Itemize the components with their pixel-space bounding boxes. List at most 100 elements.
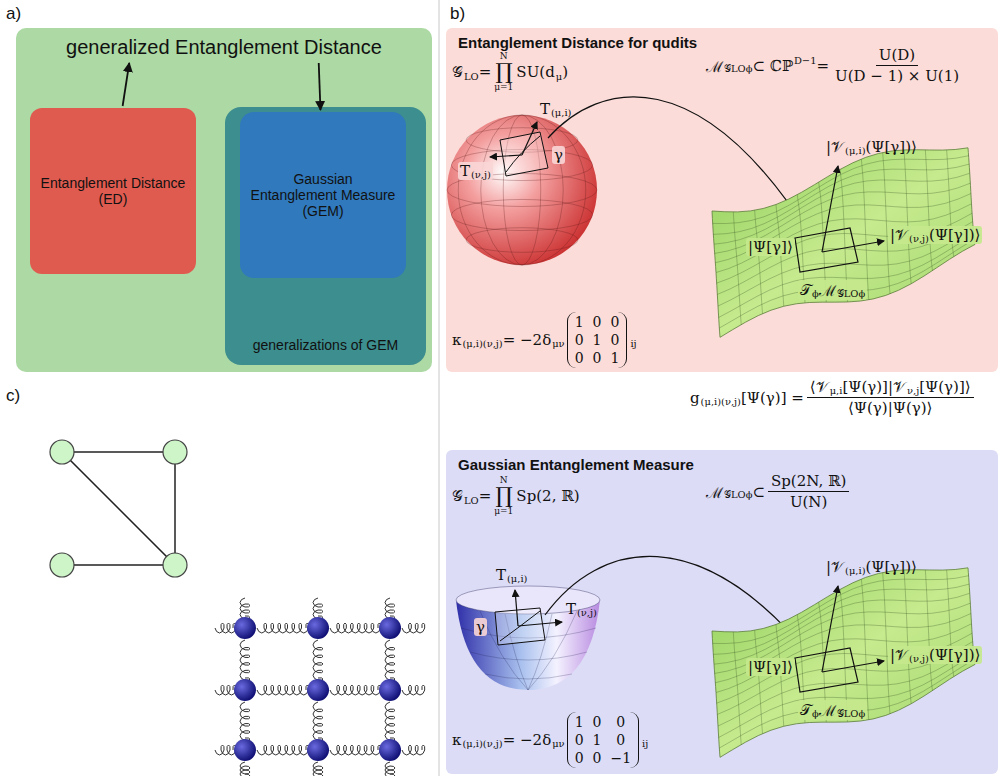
formula-text: ϕ (812, 708, 819, 719)
formula-text: T (566, 600, 576, 618)
formula: T(ν,j) (566, 600, 597, 618)
formula-text: 0 (575, 331, 584, 349)
formula: |𝒱(μ,i)(Ψ[γ])⟩ (826, 138, 917, 156)
formula-text: N (500, 476, 508, 485)
formula-text: −1 (610, 749, 631, 767)
formula-text: T (496, 566, 506, 584)
formula-text: ⊂ (752, 483, 765, 501)
formula-text: 0 (593, 313, 602, 331)
formula-text: [Ψ(γ)]⟩ (919, 378, 970, 396)
formula: ℳ𝒢LOϕ⊂ ℂℙD−1=U(D)U(D − 1) × U(1) (706, 46, 965, 85)
formula-text: = (479, 63, 492, 81)
formula-text: μν (552, 738, 564, 749)
formula-text: 𝒢 (452, 63, 463, 81)
formula-text: 1 (593, 331, 602, 349)
formula-text: γ (554, 146, 563, 164)
formula: 𝒢LO=N∏μ=1SU(dμ) (452, 52, 568, 93)
formula-text: ij (630, 338, 636, 349)
method-box: Entanglement Distance (ED) (30, 108, 196, 274)
formula: |𝒱(ν,j)(Ψ[γ])⟩ (888, 646, 982, 664)
formula-text: 𝒯 (800, 281, 811, 299)
method-box: Gaussian Entanglement Measure (GEM) (240, 112, 406, 278)
formula: T(μ,i) (540, 100, 571, 118)
formula-text: κ (452, 331, 461, 349)
formula-text: = (816, 57, 829, 75)
formula-text: |Ψ[γ]⟩ (748, 238, 793, 256)
formula-text: 0 (575, 749, 584, 767)
formula-text: (μ,i) (845, 145, 865, 156)
box-label: Gaussian Entanglement Measure (GEM) (250, 171, 396, 219)
formula: |Ψ[γ]⟩ (746, 238, 795, 256)
formula: 𝒯ϕℳ𝒢LOϕ (798, 280, 867, 300)
formula-text: [Ψ(γ)]|𝒱 (842, 378, 906, 396)
formula-text: |𝒱 (890, 226, 908, 244)
formula-text: ∏ (495, 61, 512, 83)
formula-text: 1 (593, 731, 602, 749)
formula-text: (Ψ[γ])⟩ (929, 646, 980, 664)
formula-text: 0 (610, 331, 619, 349)
formula-text: T (540, 100, 550, 118)
formula-text: ⊂ ℂℙ (752, 57, 793, 75)
box-label: Entanglement Distance (ED) (40, 175, 186, 207)
formula-text: 𝒢LOϕ (724, 489, 752, 501)
formula-text: ij (642, 738, 648, 749)
formula-text: μ=1 (494, 83, 513, 92)
formula-text: (ν,j) (577, 607, 597, 618)
formula-text: 0 (593, 749, 602, 767)
arrow (319, 63, 321, 110)
panel-label: c) (6, 386, 20, 406)
formula-text: |𝒱 (890, 646, 908, 664)
formula: γ (474, 618, 487, 636)
formula-text: (μ,i) (507, 573, 527, 584)
formula: κ(μ,i)(ν,j)= −2δμν10001000−1ij (452, 712, 648, 768)
formula-text: μ (556, 71, 562, 82)
formula-text: 𝒢LOϕ (837, 708, 865, 720)
formula-text: LO (464, 495, 479, 506)
panel-label: c) (6, 386, 20, 406)
formula-text: Sp(2N, ℝ) (771, 472, 846, 490)
formula-text: 0 (593, 349, 602, 367)
formula-text: (μ,i)(ν,j) (701, 396, 741, 407)
formula-text: 0 (593, 713, 602, 731)
panel-label: a) (6, 4, 21, 24)
formula-text: ℳ (819, 280, 836, 300)
formula-text: U(N) (790, 493, 827, 511)
formula-text: ) (562, 63, 568, 81)
formula-text: T (460, 162, 470, 180)
panel-label: b) (450, 4, 465, 24)
formula-text: 1 (610, 349, 619, 367)
group-box: generalizations of GEM Gaussian Entanglem… (225, 107, 426, 365)
formula-text: |𝒱 (826, 138, 844, 156)
formula-text: 𝒢 (452, 487, 463, 505)
panel-title: Gaussian Entanglement Measure (458, 456, 694, 473)
formula: T(μ,i) (496, 566, 527, 584)
panel-label: a) (6, 4, 21, 24)
box-label: generalizations of GEM (253, 337, 399, 353)
formula-text: (ν,j) (909, 653, 929, 664)
formula-text: |𝒱 (826, 558, 844, 576)
formula-text: [Ψ(γ)] = (741, 389, 804, 407)
formula-text: (Ψ[γ])⟩ (929, 226, 980, 244)
formula-text: 0 (575, 731, 584, 749)
formula-text: 1 (575, 313, 584, 331)
formula: |Ψ[γ]⟩ (746, 658, 795, 676)
formula-text: ℳ (819, 700, 836, 720)
formula: γ (552, 146, 565, 164)
formula-text: (μ,i)(ν,j) (462, 338, 502, 349)
formula-text: U(D) (879, 46, 915, 64)
formula-text: |Ψ[γ]⟩ (748, 658, 793, 676)
formula-text: = −2δ (503, 331, 551, 349)
formula-text: 0 (610, 731, 631, 749)
panel-title: generalized Entanglement Distance (66, 36, 382, 59)
formula-text: 1 (575, 713, 584, 731)
formula-text: μ=1 (494, 507, 513, 516)
formula-text: ⟨𝒱 (810, 378, 829, 396)
formula-text: ⟨Ψ(γ)|Ψ(γ)⟩ (848, 399, 932, 417)
formula-text: 𝒢LOϕ (837, 288, 865, 300)
formula-text: (μ,i) (845, 565, 865, 576)
formula-text: ℳ (706, 56, 723, 76)
formula-text: = −2δ (503, 731, 551, 749)
formula-text: = (479, 487, 492, 505)
formula-text: 0 (610, 713, 631, 731)
formula-text: (Ψ[γ])⟩ (865, 138, 916, 156)
